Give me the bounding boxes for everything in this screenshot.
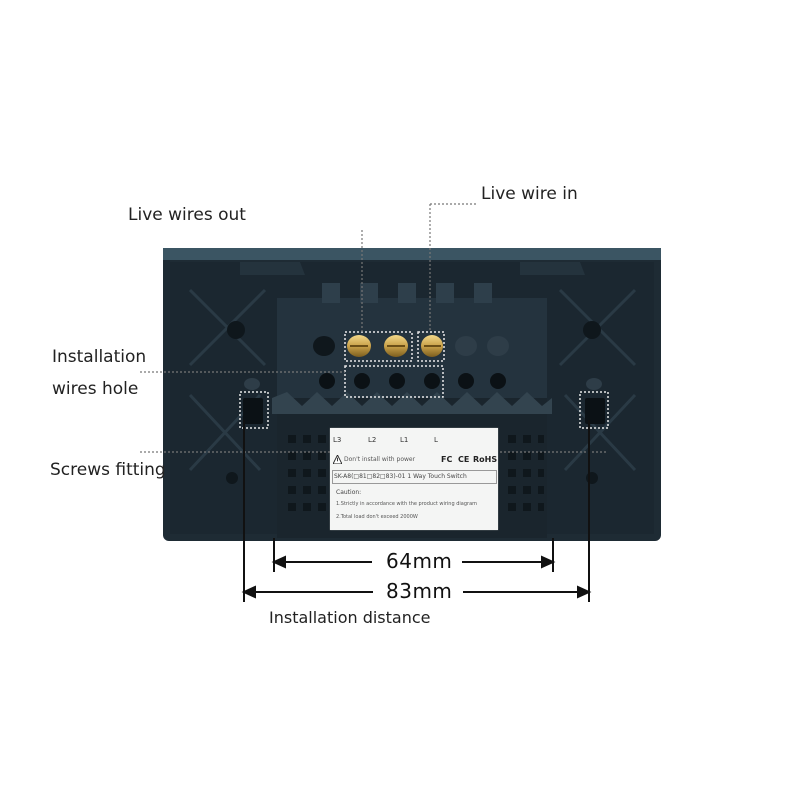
terminal-label-l1: L1 — [400, 436, 409, 444]
warning-text: Don't install with power — [344, 456, 416, 463]
product-label: L3 L2 L1 L Don't install with power FC C… — [330, 428, 498, 530]
callout-installation-line2: wires hole — [52, 379, 139, 399]
screw-fittings — [243, 378, 605, 424]
caution-note-1: 1.Strictly in accordance with the produc… — [336, 501, 478, 507]
installation-distance-caption: Installation distance — [269, 608, 431, 627]
terminal-screws — [313, 335, 509, 357]
terminal-labels: L3 L2 L1 L — [330, 436, 498, 448]
warning-icon — [333, 455, 342, 464]
cert-rohs: RoHS — [473, 455, 498, 464]
model-text: SK-A8(□81□82□83)-01 1 Way Touch Switch — [334, 473, 467, 480]
callout-live-wires-out: Live wires out — [128, 205, 246, 225]
terminal-label-l2: L2 — [368, 436, 377, 444]
model-box — [332, 470, 497, 484]
cert-ce: CE — [458, 455, 470, 464]
terminal-label-l: L — [434, 436, 438, 444]
wire-holes — [319, 373, 506, 389]
callout-screws-fitting: Screws fitting — [50, 460, 166, 480]
cert-fc: FC — [441, 455, 453, 464]
dimension-lines — [241, 420, 592, 602]
highlight-boxes — [239, 331, 609, 429]
terminal-label-l3: L3 — [333, 436, 342, 444]
dimension-inner-label: 64mm — [384, 549, 455, 573]
dimension-outer-label: 83mm — [384, 579, 455, 603]
callout-live-wire-in: Live wire in — [481, 184, 578, 204]
caution-title: Caution: — [336, 489, 362, 496]
callout-installation-line1: Installation — [52, 347, 147, 367]
caution-note-2: 2.Total load don't exceed 2000W — [336, 514, 418, 520]
